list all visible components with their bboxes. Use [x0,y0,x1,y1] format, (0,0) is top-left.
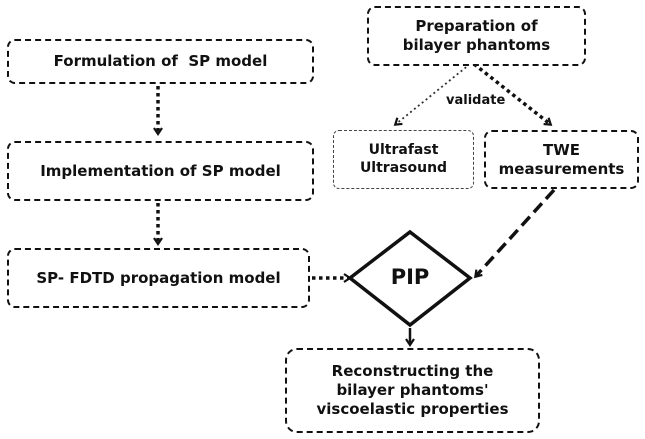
propagation-label: SP- FDTD propagation model [36,268,281,287]
ultrasound-label: Ultrafast Ultrasound [359,142,448,176]
implementation-label: Implementation of SP model [40,161,281,180]
validate-label: validate [446,93,506,108]
arrow-preparation-to-twe [472,62,553,126]
pip-label: PIP [390,265,430,289]
implementation-box: Implementation of SP model [7,141,314,201]
reconstructing-label: Reconstructing the bilayer phantoms' vis… [316,362,509,418]
formulation-box: Formulation of SP model [7,39,314,84]
twe-box: TWE measurements [484,130,639,189]
formulation-label: Formulation of SP model [53,52,268,71]
propagation-box: SP- FDTD propagation model [7,248,310,308]
arrow-preparation-to-ultrasound [393,63,471,126]
twe-label: TWE measurements [498,140,625,178]
ultrasound-box: Ultrafast Ultrasound [333,130,474,189]
reconstructing-box: Reconstructing the bilayer phantoms' vis… [285,348,540,433]
pip-diamond [347,229,473,328]
arrow-twe-to-pip [473,188,556,279]
preparation-box: Preparation of bilayer phantoms [367,6,586,66]
preparation-label: Preparation of bilayer phantoms [402,17,551,54]
